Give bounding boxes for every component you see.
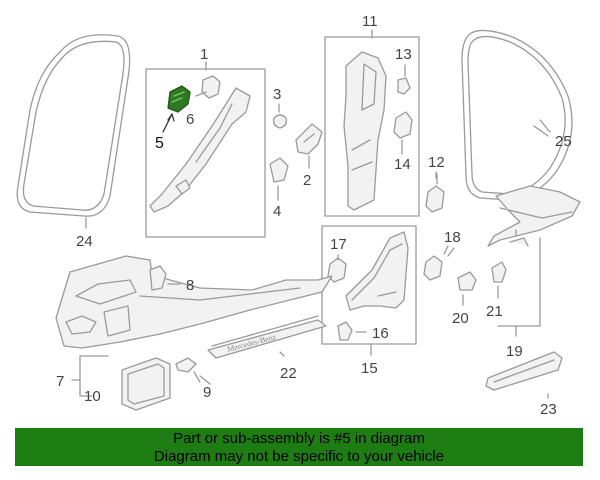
highlighted-part-5 — [162, 85, 191, 133]
callout-11: 11 — [362, 13, 378, 30]
cover-10 — [121, 357, 171, 411]
callout-8: 8 — [186, 277, 194, 294]
callout-16: 16 — [372, 325, 389, 342]
bracket-2 — [295, 123, 323, 169]
rear-door-seal-25 — [461, 29, 573, 201]
clip-18 — [423, 245, 449, 281]
clip-4 — [269, 157, 289, 201]
callout-14: 14 — [394, 156, 411, 173]
callout-17: 17 — [330, 236, 347, 253]
callout-20: 20 — [452, 310, 469, 327]
clip-20 — [457, 271, 477, 306]
callout-18: 18 — [444, 229, 461, 246]
callout-1: 1 — [200, 46, 208, 63]
clip-6 — [195, 75, 221, 99]
callout-15: 15 — [361, 360, 378, 377]
callout-2: 2 — [303, 172, 311, 189]
door-seal-24 — [16, 34, 131, 217]
notice-banner: Part or sub-assembly is #5 in diagram Di… — [15, 428, 583, 466]
callout-7: 7 — [56, 373, 64, 390]
callout-9: 9 — [203, 384, 211, 401]
sill-plate-22 — [207, 315, 327, 359]
clip-9 — [175, 357, 201, 383]
clip-12 — [425, 173, 445, 213]
callout-12: 12 — [428, 154, 445, 171]
c-pillar-trim — [345, 231, 409, 311]
clip-14 — [393, 111, 413, 155]
callout-5: 5 — [155, 135, 164, 152]
callout-25: 25 — [555, 133, 572, 150]
callout-3: 3 — [273, 86, 281, 103]
callout-labels: 1 2 3 4 5 6 7 8 9 10 11 12 13 14 15 16 1… — [56, 13, 572, 418]
parts-diagram: Mercedes-Benz 1 2 3 4 5 6 7 8 9 10 11 12… — [16, 13, 581, 418]
b-pillar-trim — [343, 51, 387, 211]
leader-lines — [71, 29, 551, 399]
sill-plate-23 — [485, 351, 563, 391]
callout-4: 4 — [273, 203, 281, 220]
sill-panel-19 — [487, 185, 581, 247]
callout-23: 23 — [540, 401, 557, 418]
clip-13 — [397, 64, 411, 95]
callout-13: 13 — [395, 46, 412, 63]
grommet-3 — [272, 103, 288, 129]
notice-line-2: Diagram may not be specific to your vehi… — [153, 448, 445, 465]
callout-6: 6 — [186, 111, 194, 128]
callout-10: 10 — [84, 388, 101, 405]
callout-19: 19 — [506, 343, 523, 360]
clip-8 — [149, 265, 181, 291]
a-pillar-trim — [149, 87, 251, 213]
clip-16 — [337, 321, 367, 341]
callout-24: 24 — [76, 233, 93, 250]
callout-22: 22 — [280, 365, 297, 382]
clip-21 — [491, 261, 507, 299]
notice-line-1: Part or sub-assembly is #5 in diagram — [173, 430, 425, 447]
callout-21: 21 — [486, 303, 503, 320]
